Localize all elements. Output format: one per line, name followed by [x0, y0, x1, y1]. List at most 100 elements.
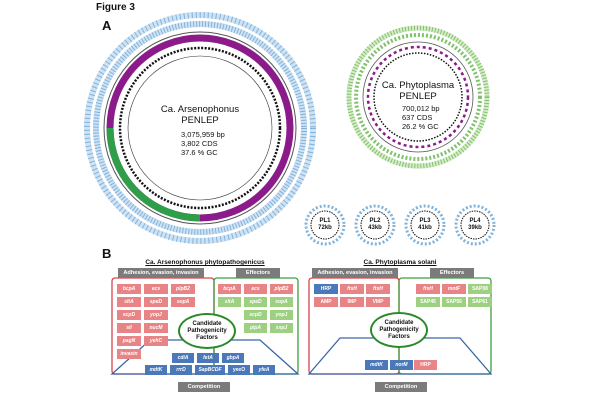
plasmid-pl2-ring	[354, 204, 396, 246]
arsenophonus-name-line1: Ca. Arsenophonus	[160, 104, 240, 115]
arsenophonus-gc: 37.6 % GC	[181, 148, 218, 157]
phy-eff-gene-0: ftsH	[416, 284, 440, 294]
arsenophonus-genome-name: Ca. Arsenophonus PENLEP	[150, 104, 250, 126]
phy-adh-gene-4: IMP	[340, 297, 364, 307]
phy-adh-gene-0: HRP	[314, 284, 338, 294]
phytoplasma-gc-content-ring	[373, 52, 463, 142]
ars-eff-gene-3: sltA	[218, 297, 241, 307]
ars-eff-gene-0: bcpA	[218, 284, 241, 294]
ars-adh-gene-2: plpB2	[171, 284, 195, 294]
ars-comp-gene-0: cdiA	[172, 353, 194, 363]
arsenophonus-effectors-header: Effectors	[236, 268, 280, 278]
phytoplasma-gc-skew-ring	[366, 45, 470, 149]
plasmid-pl4-inner	[460, 210, 490, 240]
phytoplasma-adhesion-header: Adhesion, evasion, invasion	[312, 268, 398, 278]
arsenophonus-inner-ring	[127, 55, 273, 201]
arsenophonus-gc-skew-negative	[106, 127, 201, 222]
phy-adh-gene-5: VMP	[366, 297, 390, 307]
ars-comp-gene-4: rrrD	[170, 365, 192, 375]
phytoplasma-cds: 637 CDS	[402, 113, 433, 122]
phytoplasma-genome-name: Ca. Phytoplasma PENLEP	[372, 80, 464, 102]
ars-adh-gene-9: nucM	[144, 323, 168, 333]
phytoplasma-bp: 700,012 bp	[402, 104, 440, 113]
ars-eff-gene-6: scpD	[244, 310, 267, 320]
ars-comp-gene-7: yfeA	[253, 365, 275, 375]
phy-comp-gene-0: mdtK	[365, 360, 388, 370]
ars-adh-gene-3: sltA	[117, 297, 141, 307]
ars-adh-gene-7: yopJ	[144, 310, 168, 320]
arsenophonus-stats: 3,075,959 bp 3,802 CDS 37.6 % GC	[181, 130, 251, 157]
arsenophonus-bp: 3,075,959 bp	[181, 130, 225, 139]
plasmid-pl2-inner	[360, 210, 390, 240]
arsenophonus-center-text: Candidate Pathogenicity Factors	[187, 320, 227, 341]
phy-comp-gene-2: HRP	[414, 360, 437, 370]
phytoplasma-competition-footer: Competition	[375, 382, 427, 392]
arsenophonus-section-title: Ca. Arsenophonus phytopathogenicus	[145, 259, 265, 266]
ars-adh-gene-10: pagN	[117, 336, 141, 346]
arsenophonus-outer-ticks	[84, 12, 316, 244]
ars-eff-gene-8: plpA	[244, 323, 267, 333]
ars-comp-gene-2: gbpA	[222, 353, 244, 363]
ars-eff-gene-2: plpB2	[270, 284, 293, 294]
arsenophonus-gc-content-ring	[118, 46, 282, 210]
arsenophonus-cds: 3,802 CDS	[181, 139, 218, 148]
plasmid-pl3-ring	[404, 204, 446, 246]
phytoplasma-center-text: Candidate Pathogenicity Factors	[379, 319, 419, 340]
ars-comp-gene-1: fetA	[197, 353, 219, 363]
ars-eff-gene-1: ecs	[244, 284, 267, 294]
ars-comp-gene-5: SapBCDF	[195, 365, 225, 375]
phytoplasma-center-ellipse: Candidate Pathogenicity Factors	[370, 312, 428, 348]
ars-eff-gene-9: sspJ	[270, 323, 293, 333]
phy-adh-gene-2: ftsH	[366, 284, 390, 294]
plasmid-pl3-inner	[410, 210, 440, 240]
ars-adh-gene-12: invasin	[117, 349, 141, 359]
phytoplasma-name-line2: PENLEP	[399, 91, 437, 102]
arsenophonus-ring-2-ticks	[93, 21, 307, 235]
ars-adh-gene-8: sil	[117, 323, 141, 333]
ars-eff-gene-7: yopJ	[270, 310, 293, 320]
arsenophonus-center-ellipse: Candidate Pathogenicity Factors	[178, 313, 236, 349]
phytoplasma-scale-ring	[362, 41, 474, 153]
phytoplasma-genome-map	[346, 25, 490, 169]
panel-a-label: A	[102, 18, 112, 33]
plasmid-pl4-ring	[454, 204, 496, 246]
phy-eff-gene-4: SAP56	[442, 297, 466, 307]
phytoplasma-outer-ticks	[346, 25, 490, 169]
plasmid-maps	[304, 204, 496, 246]
ars-adh-gene-4: speD	[144, 297, 168, 307]
figure-title: Figure 3	[96, 2, 135, 13]
phytoplasma-section-title: Ca. Phytoplasma solani	[363, 259, 437, 266]
ars-adh-gene-11: yehC	[144, 336, 168, 346]
phy-adh-gene-1: ftsH	[340, 284, 364, 294]
phy-comp-gene-1: norM	[390, 360, 413, 370]
phy-eff-gene-2: SAP08	[468, 284, 492, 294]
arsenophonus-name-line2: PENLEP	[181, 115, 219, 126]
phytoplasma-competition-box	[307, 337, 493, 375]
plasmid-pl1-inner	[310, 210, 340, 240]
ars-adh-gene-0: bcpA	[117, 284, 141, 294]
arsenophonus-adhesion-header: Adhesion, evasion, invasion	[118, 268, 204, 278]
phytoplasma-ring-2	[354, 33, 482, 161]
phy-eff-gene-3: SAP45	[416, 297, 440, 307]
phy-eff-gene-1: mntF	[442, 284, 466, 294]
arsenophonus-competition-footer: Competition	[178, 382, 230, 392]
ars-adh-gene-6: scpD	[117, 310, 141, 320]
phy-adh-gene-3: AMP	[314, 297, 338, 307]
ars-comp-gene-3: mdtK	[145, 365, 167, 375]
ars-eff-gene-5: sopA	[270, 297, 293, 307]
panel-b-label: B	[102, 246, 112, 261]
phy-eff-gene-5: SAP61	[468, 297, 492, 307]
phytoplasma-gc: 26.2 % GC	[402, 122, 439, 131]
phytoplasma-stats: 700,012 bp 637 CDS 26.2 % GC	[402, 104, 462, 131]
ars-comp-gene-6: yeeO	[228, 365, 250, 375]
ars-adh-gene-1: ecs	[144, 284, 168, 294]
phytoplasma-name-line1: Ca. Phytoplasma	[381, 80, 455, 91]
arsenophonus-genome-map	[84, 12, 316, 244]
phytoplasma-effectors-header: Effectors	[430, 268, 474, 278]
plasmid-pl1-ring	[304, 204, 346, 246]
